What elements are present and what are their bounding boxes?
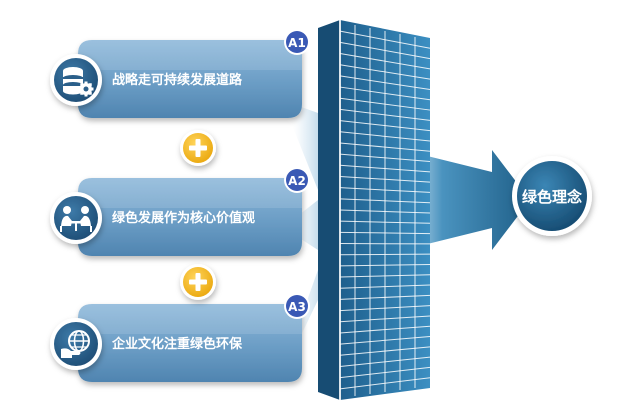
grid-row-line <box>339 336 431 345</box>
item-badge: A3 <box>284 293 310 319</box>
meeting-people-icon <box>50 192 102 244</box>
svg-text:A3: A3 <box>288 300 306 314</box>
grid-row-line <box>339 198 431 204</box>
svg-text:A1: A1 <box>288 36 306 50</box>
grid-row-line <box>339 366 431 379</box>
item-card-a3: 企业文化注重绿色环保 A3 <box>50 293 310 382</box>
grid-row-line <box>339 325 431 334</box>
grid-row-line <box>339 97 431 111</box>
grid-row-line <box>339 209 431 214</box>
grid-row-line <box>339 75 431 90</box>
svg-text:A2: A2 <box>288 174 306 188</box>
grid-row-line <box>339 253 431 256</box>
item-badge: A1 <box>284 29 310 55</box>
grid-row-line <box>339 41 431 60</box>
item-badge: A2 <box>284 167 310 193</box>
grid-row-line <box>339 377 431 390</box>
database-gear-icon <box>50 54 102 106</box>
grid-row-line <box>339 231 431 235</box>
grid-row-line <box>339 64 431 80</box>
grid-row-line <box>339 356 431 367</box>
grid-row-line <box>339 305 431 312</box>
grid-row-line <box>339 164 431 173</box>
grid-row-line <box>339 220 431 224</box>
item-card-a1: 战略走可持续发展道路 A1 <box>50 29 310 118</box>
target-node: 绿色理念 <box>512 156 592 236</box>
grid-row-line <box>339 315 431 323</box>
grid-row-line <box>339 187 431 193</box>
item-label: 战略走可持续发展道路 <box>112 72 243 88</box>
grid-row-line <box>339 346 431 356</box>
grid-row-line <box>339 263 431 267</box>
grid-row-line <box>339 120 431 132</box>
item-card-a2: 绿色发展作为核心价值观 A2 <box>50 167 310 256</box>
grid-row-line <box>339 108 431 121</box>
grid-row-line <box>339 294 431 300</box>
grid-row-line <box>339 284 431 289</box>
grid-row-line <box>339 175 431 183</box>
target-label: 绿色理念 <box>522 188 582 206</box>
plus-icon <box>180 130 216 166</box>
grid-row-line <box>339 86 431 101</box>
grid-row-line <box>339 131 431 142</box>
item-label: 企业文化注重绿色环保 <box>111 336 243 352</box>
grid-panel <box>318 20 431 400</box>
grid-row-line <box>339 30 431 49</box>
grid-row-line <box>339 153 431 163</box>
item-label: 绿色发展作为核心价值观 <box>112 210 255 226</box>
globe-hand-icon <box>50 318 102 370</box>
plus-icon <box>180 264 216 300</box>
grid-row-line <box>339 142 431 152</box>
grid-row-line <box>339 53 431 70</box>
grid-row-line <box>339 274 431 278</box>
